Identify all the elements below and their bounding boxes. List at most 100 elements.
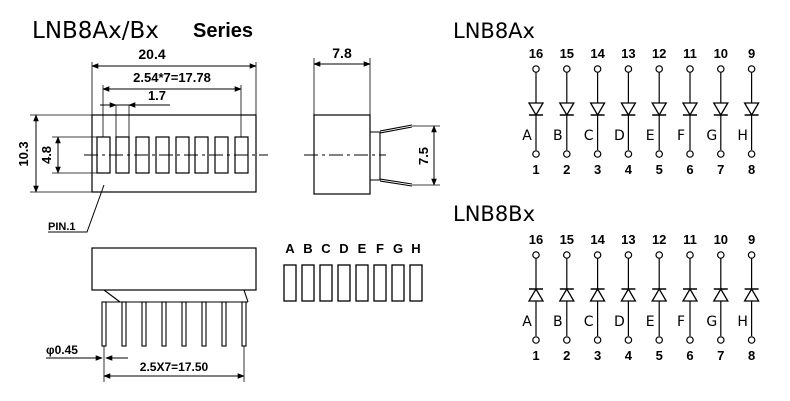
segment-letter: G (706, 128, 717, 144)
pin-number-bottom: 8 (748, 348, 755, 363)
pin-number-bottom: 5 (656, 162, 663, 177)
segment-letter: B (553, 128, 563, 144)
segment-letter: D (614, 314, 625, 330)
pin-number-bottom: 8 (748, 162, 755, 177)
diode-icon (681, 102, 699, 117)
pin-number-bottom: 4 (625, 162, 633, 177)
pin-terminal (747, 251, 756, 259)
segment-letter: F (376, 241, 384, 256)
pin-terminal (562, 251, 571, 259)
pin-terminal (593, 65, 602, 73)
pin-terminal (716, 65, 725, 73)
diode-icon (743, 287, 760, 302)
segment-letter: G (393, 241, 403, 256)
pin-terminal (532, 251, 540, 259)
label-pin-height: 7.5 (416, 147, 431, 165)
segment-letter: G (706, 314, 717, 330)
diode-channel: 14C 3 (584, 46, 606, 177)
front-body-outline (91, 114, 257, 193)
pin-terminal (655, 336, 664, 344)
segment-letter: H (411, 241, 420, 256)
diode-icon (589, 102, 606, 117)
title-main: LNB8Ax/Bx (32, 18, 159, 44)
pin-terminal (686, 150, 694, 158)
diode-icon (527, 102, 545, 117)
pin-number-bottom: 3 (594, 162, 601, 177)
pin-terminal (655, 251, 664, 259)
label-pin-span: 2.5X7=17.50 (140, 360, 209, 374)
segment-letter: H (737, 314, 748, 330)
pin-terminal (716, 251, 725, 259)
pin-terminal (624, 150, 633, 158)
diode-channel: 11F 6 (677, 46, 699, 177)
pin-number-top: 14 (590, 46, 605, 61)
segment-letter: C (584, 314, 594, 330)
bottom-pins (101, 301, 247, 347)
pin-number-top: 15 (560, 46, 574, 61)
diode-icon (589, 287, 606, 302)
title-series: Series (193, 20, 253, 42)
pin-terminal (532, 150, 540, 158)
segment-letter: B (553, 314, 563, 330)
pin-terminal (747, 336, 756, 344)
diode-icon (620, 287, 637, 302)
pin-number-top: 15 (560, 232, 574, 247)
pin-terminal (655, 150, 664, 158)
pin-terminal (532, 336, 540, 344)
diode-icon (651, 287, 668, 302)
label-width: 20.4 (138, 46, 165, 62)
diode-icon (558, 287, 575, 302)
pin-terminal (593, 150, 602, 158)
segment-letter: C (584, 128, 594, 144)
pin-terminal (593, 336, 602, 344)
pin-terminal (686, 336, 694, 344)
label-pin-diameter: φ0.45 (46, 343, 78, 357)
pin-terminal (716, 336, 725, 344)
diode-icon (651, 102, 668, 117)
segment-letter: C (321, 241, 331, 256)
pin-number-top: 9 (748, 232, 755, 247)
pin1-leader (48, 184, 105, 233)
segment-letter: F (677, 128, 685, 144)
segment-letter: A (285, 241, 295, 256)
pin-terminal (624, 65, 633, 73)
series-title: LNB8Ax/Bx Series (32, 18, 253, 44)
label-pitch: 2.54*7=17.78 (133, 70, 211, 85)
pin-number-bottom: 7 (717, 348, 724, 363)
diode-icon (743, 102, 760, 117)
diode-channel: 9H 8 (737, 232, 760, 363)
label-seg-height: 4.8 (39, 146, 54, 164)
pin-number-bottom: 6 (686, 162, 693, 177)
label-pin1: PIN.1 (48, 221, 76, 233)
segment-letter: F (677, 314, 685, 330)
label-depth: 7.8 (332, 45, 352, 61)
segment-letter: H (737, 128, 748, 144)
diode-icon (712, 102, 729, 117)
pin-number-top: 11 (683, 232, 697, 247)
pin-terminal (532, 65, 540, 73)
pin-terminal (593, 251, 602, 259)
diode-icon (527, 287, 545, 302)
pin-terminal (624, 336, 633, 344)
pin-terminal (624, 251, 633, 259)
label-height: 10.3 (16, 141, 31, 166)
pin-terminal (686, 251, 694, 259)
segment-letter: B (303, 241, 312, 256)
segment-letter: D (339, 241, 348, 256)
segment-letter: A (522, 314, 532, 330)
pin-number-top: 10 (714, 232, 728, 247)
pin-number-top: 12 (652, 46, 666, 61)
pin-number-top: 11 (683, 46, 697, 61)
